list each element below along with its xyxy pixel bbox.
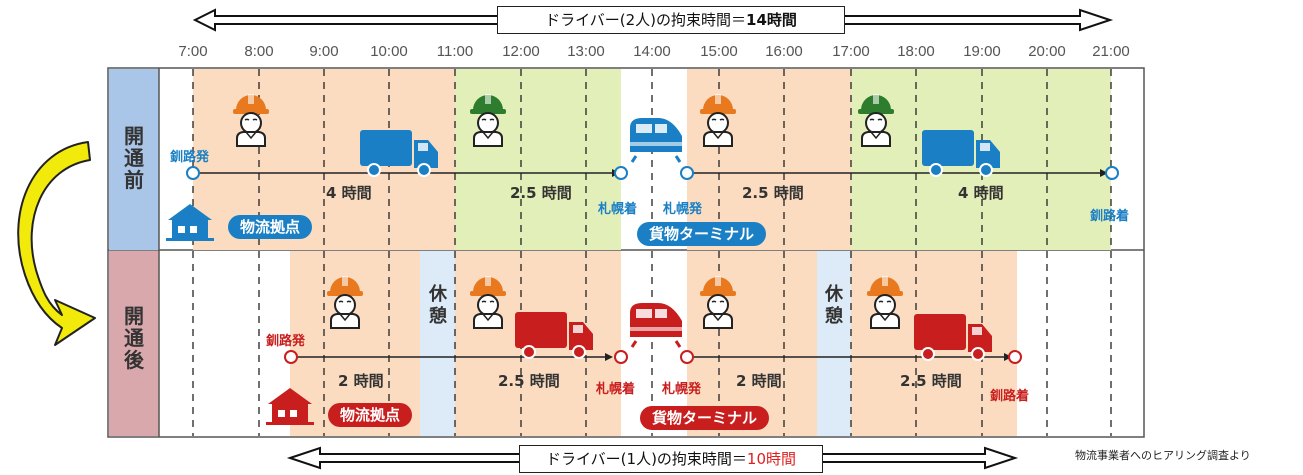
time-label: 10:00 xyxy=(370,43,408,60)
after-arrive-sapporo: 札幌着 xyxy=(596,382,636,397)
bottom-banner: ドライバー(1人)の拘束時間＝10時間 xyxy=(519,445,823,473)
hour-gridlines xyxy=(192,69,1112,436)
time-label: 9:00 xyxy=(309,43,339,60)
after-terminal-label: 貨物ターミナル xyxy=(640,406,770,430)
top-banner-prefix: ドライバー(2人)の拘束時間＝ xyxy=(545,11,747,29)
after-leg1-duration: 2 時間 xyxy=(338,372,384,390)
after-hub-label: 物流拠点 xyxy=(328,403,413,427)
transition-arrow-icon xyxy=(17,141,96,346)
time-label: 7:00 xyxy=(178,43,208,60)
after-row-label: 開 通 後 xyxy=(124,304,144,372)
time-label: 19:00 xyxy=(963,43,1001,60)
before-arrive-kushiro: 釧路着 xyxy=(1090,209,1130,224)
after-label-box xyxy=(109,251,159,436)
before-leg4-duration: 4 時間 xyxy=(958,184,1004,202)
time-label: 15:00 xyxy=(700,43,738,60)
bottom-banner-value: 10時間 xyxy=(746,450,797,468)
before-terminal-label: 貨物ターミナル xyxy=(637,222,767,246)
time-label: 11:00 xyxy=(436,43,474,60)
after-route-lines xyxy=(284,350,1022,364)
time-label: 13:00 xyxy=(567,43,605,60)
after-leg2-duration: 2.5 時間 xyxy=(498,372,560,390)
time-label: 20:00 xyxy=(1028,43,1066,60)
after-rest-1 xyxy=(420,251,455,436)
before-route-lines xyxy=(186,166,1119,180)
time-label: 17:00 xyxy=(832,43,870,60)
time-label: 8:00 xyxy=(244,43,274,60)
time-label: 14:00 xyxy=(633,43,671,60)
after-arrive-kushiro: 釧路着 xyxy=(990,389,1030,404)
top-banner-value: 14時間 xyxy=(746,11,797,29)
after-depart-label: 釧路発 xyxy=(266,334,306,349)
after-leg3-duration: 2 時間 xyxy=(736,372,782,390)
top-banner: ドライバー(2人)の拘束時間＝14時間 xyxy=(497,6,845,34)
after-rest-2 xyxy=(817,251,851,436)
after-rest-2-label: 休 憩 xyxy=(825,284,843,327)
time-label: 12:00 xyxy=(502,43,540,60)
after-depart-sapporo: 札幌発 xyxy=(662,382,702,397)
before-green-shift-1 xyxy=(455,69,621,250)
time-label: 21:00 xyxy=(1092,43,1130,60)
source-note: 物流事業者へのヒアリング調査より xyxy=(1075,449,1251,462)
before-depart-sapporo: 札幌発 xyxy=(663,202,703,217)
before-depart-label: 釧路発 xyxy=(170,150,210,165)
before-row-label: 開 通 前 xyxy=(124,124,144,192)
bottom-banner-prefix: ドライバー(1人)の拘束時間＝ xyxy=(545,450,747,468)
before-leg2-duration: 2.5 時間 xyxy=(510,184,572,202)
after-rest-1-label: 休 憩 xyxy=(429,284,447,327)
before-leg3-duration: 2.5 時間 xyxy=(742,184,804,202)
before-hub-label: 物流拠点 xyxy=(228,215,313,239)
after-leg4-duration: 2.5 時間 xyxy=(900,372,962,390)
before-arrive-sapporo: 札幌着 xyxy=(598,202,638,217)
before-leg1-duration: 4 時間 xyxy=(326,184,372,202)
before-label-box xyxy=(109,69,159,250)
time-label: 16:00 xyxy=(765,43,803,60)
time-label: 18:00 xyxy=(897,43,935,60)
